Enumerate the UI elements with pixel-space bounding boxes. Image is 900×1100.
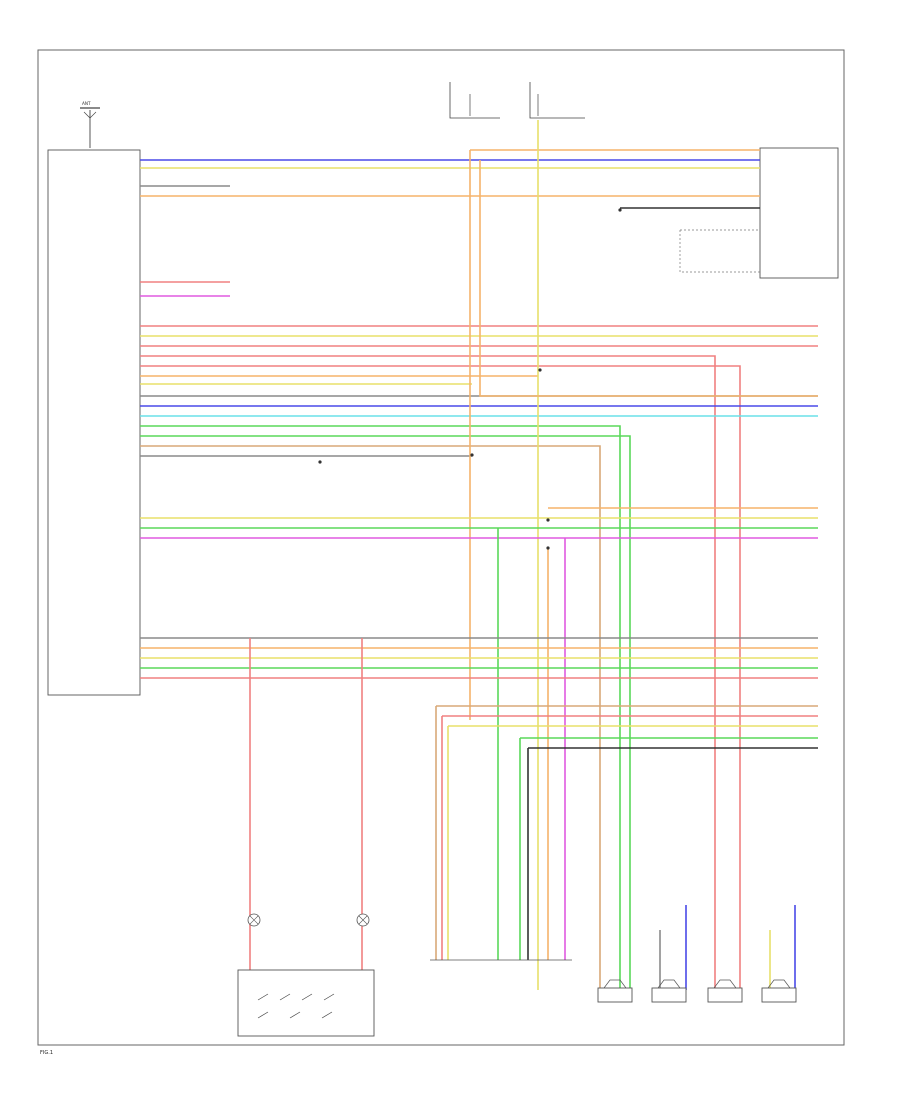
- lamp-icon-right: [356, 913, 370, 927]
- wire-layer: [140, 120, 818, 990]
- speaker-icon-left-front: [597, 979, 633, 1003]
- diagram-frame: [37, 49, 845, 1046]
- splice-dots: [318, 208, 622, 550]
- radio-module-box: [47, 149, 141, 696]
- speaker-icon-right-front: [707, 979, 743, 1003]
- wire-green-lf: [140, 425, 621, 990]
- fuse-box-2: [529, 82, 585, 119]
- antenna-icon: [80, 107, 100, 148]
- wire-green-lr: [140, 435, 631, 990]
- subwoofer-amp-box: [759, 147, 839, 279]
- wire-orange-4: [479, 160, 818, 397]
- switch-contacts: [257, 993, 335, 1019]
- fuse-box-1: [449, 82, 500, 119]
- antenna-label: ANT: [82, 101, 91, 106]
- wire-red-rr: [140, 365, 741, 990]
- speaker-icon-right-rear: [761, 979, 797, 1003]
- wire-red-rf: [140, 355, 716, 990]
- subwoofer-dashed-enclosure: [679, 229, 760, 273]
- speaker-icon-left-rear: [651, 979, 687, 1003]
- steering-switch-box: [237, 969, 375, 1037]
- lamp-icon-left: [247, 913, 261, 927]
- footer-code: FIG.1: [40, 1050, 53, 1056]
- wire-tan-1: [140, 445, 601, 990]
